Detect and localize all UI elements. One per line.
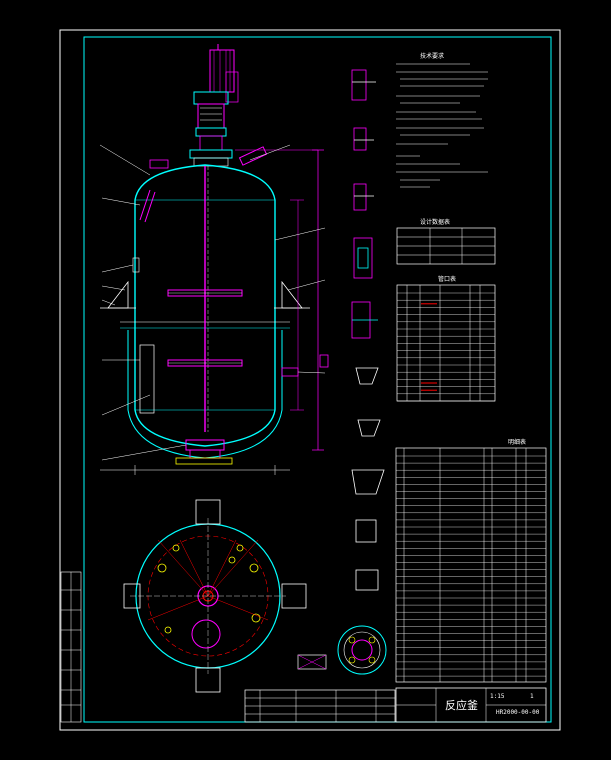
- vessel-plan-view: [123, 499, 307, 693]
- tech-requirements-heading: 技术要求: [420, 53, 445, 60]
- revision-table: [244, 689, 396, 723]
- binding-stamp: [60, 571, 82, 723]
- parts-list-table: [395, 447, 547, 683]
- title-block-code: HR2000-00-00: [496, 709, 540, 716]
- section-detail: [297, 654, 327, 670]
- parts-list-heading: 明细表: [508, 439, 527, 446]
- nozzle-table: [396, 284, 496, 402]
- support-lug-right: [281, 280, 303, 309]
- title-block-sheet: 1: [530, 693, 534, 700]
- flange-detail: [337, 625, 387, 675]
- top-nozzle-left: [149, 159, 169, 169]
- gearbox: [193, 91, 229, 105]
- detail-views: [351, 69, 385, 591]
- title-block-scale: 1:15: [490, 693, 505, 700]
- title-block: [395, 687, 547, 723]
- design-data-table: [396, 227, 496, 265]
- support-lug-left: [107, 280, 129, 309]
- motor: [209, 49, 235, 93]
- lower-impeller: [167, 359, 243, 367]
- vessel-elevation: [99, 44, 329, 475]
- upper-impeller: [167, 289, 243, 297]
- title-block-name: 反应釜: [445, 699, 478, 712]
- tech-requirements-text: [396, 63, 488, 188]
- nozzle-table-heading: 管口表: [438, 276, 457, 283]
- side-nozzle-right: [281, 367, 299, 377]
- baffle-plate: [139, 344, 155, 414]
- outer-frame: [59, 29, 561, 731]
- top-nozzle-right: [238, 146, 268, 166]
- design-table-heading: 设计数据表: [420, 219, 451, 226]
